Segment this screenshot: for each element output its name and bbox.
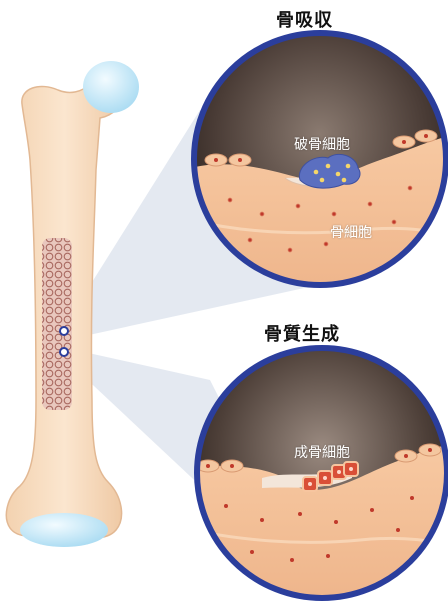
osteocyte-label: 骨細胞 <box>330 222 372 242</box>
condyle-cartilage <box>20 513 108 547</box>
marker-formation <box>60 348 68 356</box>
marrow-cavity <box>42 238 72 410</box>
formation-heading: 骨質生成 <box>264 320 340 346</box>
formation-magnified-view <box>192 348 448 608</box>
resorption-heading: 骨吸収 <box>276 6 333 32</box>
osteoblast-label: 成骨細胞 <box>294 442 350 462</box>
femoral-head-cartilage <box>83 61 139 113</box>
osteoclast-label: 破骨細胞 <box>294 134 350 154</box>
marker-resorption <box>60 327 68 335</box>
